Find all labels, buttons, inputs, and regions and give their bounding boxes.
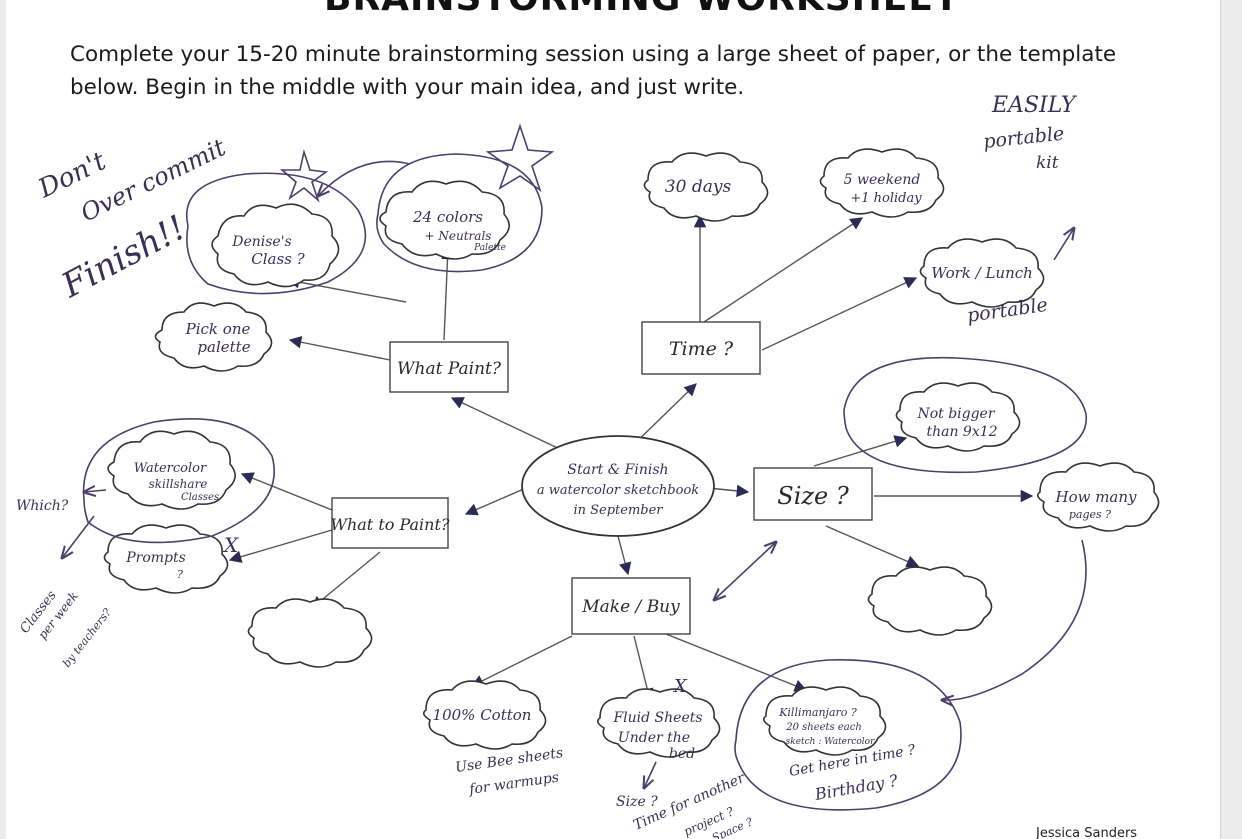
svg-text:24 colors: 24 colors bbox=[412, 208, 483, 226]
note-x-prompts: X bbox=[222, 533, 239, 557]
svg-text:How many: How many bbox=[1054, 488, 1137, 506]
cloud-30-days: 30 days bbox=[643, 152, 769, 222]
svg-text:Work / Lunch: Work / Lunch bbox=[931, 264, 1033, 282]
note-x-fluid: X bbox=[672, 676, 688, 697]
author-name: Jessica Sanders bbox=[1036, 826, 1138, 839]
central-idea: Start & Finish a watercolor sketchbook i… bbox=[521, 435, 715, 537]
cloud-empty-right bbox=[867, 566, 993, 636]
svg-text:100% Cotton: 100% Cotton bbox=[433, 706, 532, 724]
svg-text:Killimanjaro ?: Killimanjaro ? bbox=[778, 706, 857, 719]
note-birthday: Birthday ? bbox=[812, 771, 899, 804]
box-what-to-paint: What to Paint? bbox=[331, 497, 450, 549]
cloud-100-cotton: 100% Cotton bbox=[422, 680, 547, 750]
svg-text:Not bigger: Not bigger bbox=[916, 406, 995, 422]
svg-text:pages ?: pages ? bbox=[1069, 508, 1111, 521]
svg-text:20 sheets each: 20 sheets each bbox=[785, 722, 862, 733]
cloud-denises-class: Denise's Class ? bbox=[211, 203, 340, 288]
cloud-not-bigger: Not bigger than 9x12 bbox=[895, 382, 1021, 452]
page-edge bbox=[1222, 0, 1242, 839]
cloud-how-many-pages: How many pages ? bbox=[1036, 462, 1160, 532]
svg-text:5 weekend: 5 weekend bbox=[844, 172, 921, 188]
svg-text:skillshare: skillshare bbox=[149, 477, 208, 491]
center-line2: a watercolor sketchbook bbox=[537, 483, 699, 498]
cloud-work-lunch: Work / Lunch bbox=[919, 238, 1045, 308]
center-line3: in September bbox=[573, 503, 663, 518]
svg-text:+1 holiday: +1 holiday bbox=[850, 191, 922, 206]
cloud-pick-palette: Pick one palette bbox=[154, 302, 273, 372]
note-portable-kit-2: kit bbox=[1036, 153, 1059, 173]
cloud-24-colors: 24 colors + Neutrals Palette bbox=[379, 180, 510, 260]
svg-text:Time ?: Time ? bbox=[669, 338, 734, 360]
svg-text:Denise's: Denise's bbox=[231, 234, 292, 250]
svg-text:Classes: Classes bbox=[181, 492, 219, 503]
note-which: Which? bbox=[16, 498, 69, 514]
cloud-prompts: Prompts ? bbox=[103, 524, 229, 594]
svg-text:Make / Buy: Make / Buy bbox=[581, 597, 680, 617]
svg-text:+ Neutrals: + Neutrals bbox=[425, 229, 492, 243]
svg-text:sketch : Watercolor: sketch : Watercolor bbox=[786, 737, 875, 747]
note-size-q: Size ? bbox=[616, 794, 658, 810]
svg-text:Palette: Palette bbox=[473, 243, 506, 253]
note-over-commit: Over commit bbox=[76, 133, 230, 227]
cloud-5-weekend: 5 weekend +1 holiday bbox=[819, 148, 945, 218]
svg-text:What to Paint?: What to Paint? bbox=[331, 515, 450, 534]
svg-text:bed: bed bbox=[669, 746, 695, 762]
svg-text:Size ?: Size ? bbox=[777, 482, 849, 510]
note-easily: EASILY bbox=[991, 93, 1078, 118]
note-bee-2: for warmups bbox=[467, 770, 560, 799]
cloud-watercolor-skillshare: Watercolor skillshare Classes bbox=[107, 430, 236, 510]
svg-text:palette: palette bbox=[197, 338, 250, 356]
svg-text:?: ? bbox=[177, 568, 183, 581]
box-what-paint: What Paint? bbox=[389, 341, 509, 393]
svg-text:Fluid Sheets: Fluid Sheets bbox=[612, 710, 702, 726]
ink-annotations bbox=[62, 123, 1088, 811]
svg-text:30 days: 30 days bbox=[665, 177, 732, 197]
svg-text:What Paint?: What Paint? bbox=[397, 359, 502, 379]
svg-text:Watercolor: Watercolor bbox=[134, 461, 207, 476]
cloud-fluid-sheets: Fluid Sheets Under the bed bbox=[596, 688, 721, 762]
svg-text:Under the: Under the bbox=[618, 730, 690, 746]
cloud-killimanjaro: Killimanjaro ? 20 sheets each sketch : W… bbox=[762, 686, 887, 756]
svg-text:Pick one: Pick one bbox=[185, 320, 251, 338]
note-finish: Finish!! bbox=[55, 208, 193, 307]
note-portable-kit-1: portable bbox=[982, 123, 1065, 153]
svg-text:Prompts: Prompts bbox=[125, 550, 186, 566]
box-time: Time ? bbox=[641, 321, 761, 375]
note-by-teachers: by teachers? bbox=[60, 606, 114, 670]
instructions-text: Complete your 15-20 minute brainstorming… bbox=[70, 42, 1117, 100]
svg-text:Class ?: Class ? bbox=[251, 250, 305, 268]
worksheet-page: BRAINSTORMING WORKSHEET Complete your 15… bbox=[6, 0, 1221, 839]
box-make-buy: Make / Buy bbox=[571, 577, 691, 635]
worksheet-title: BRAINSTORMING WORKSHEET bbox=[324, 0, 959, 19]
center-line1: Start & Finish bbox=[567, 462, 668, 478]
svg-text:than 9x12: than 9x12 bbox=[926, 424, 997, 440]
cloud-empty-left bbox=[247, 598, 373, 668]
box-size: Size ? bbox=[753, 467, 873, 521]
mind-map: Start & Finish a watercolor sketchbook i… bbox=[16, 93, 1160, 839]
